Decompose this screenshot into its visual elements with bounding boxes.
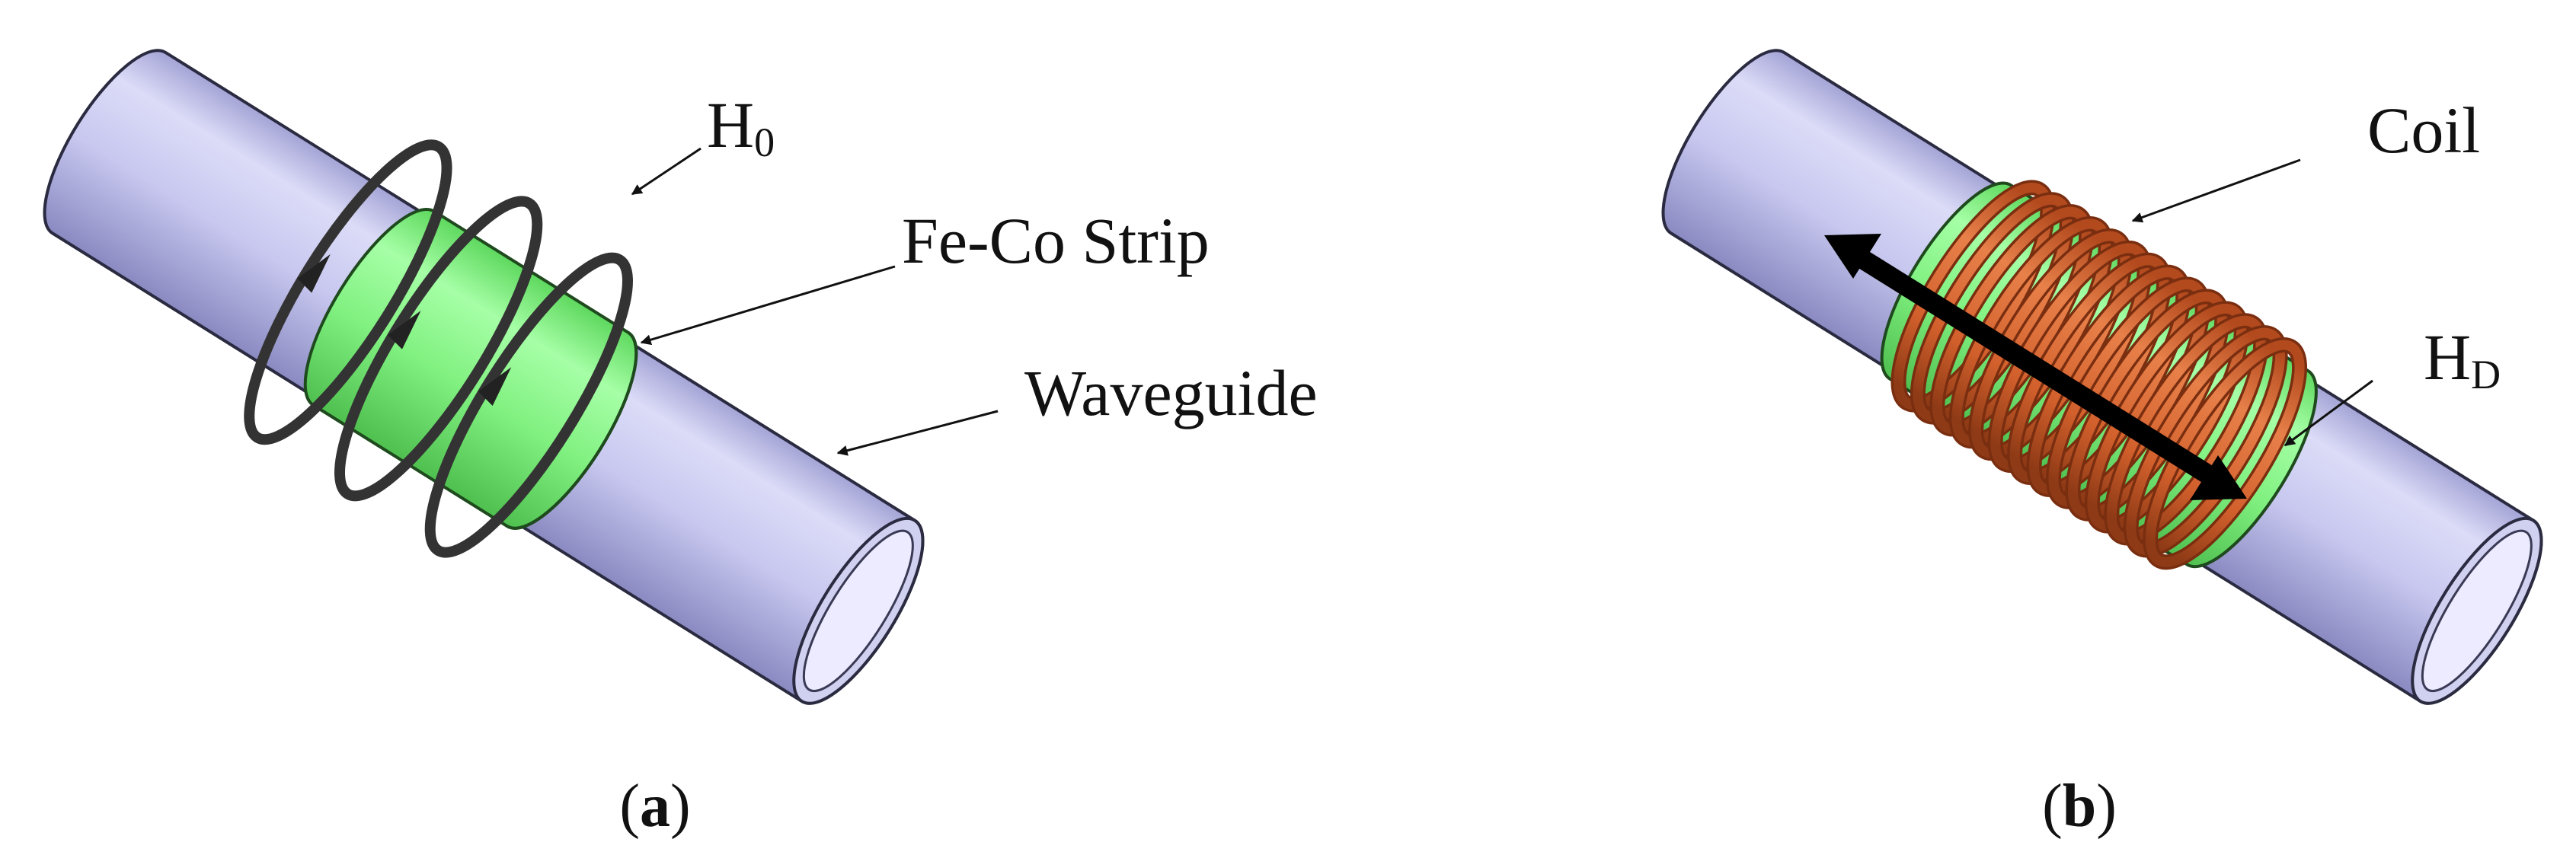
waveguide-a xyxy=(43,49,925,705)
coil-label: Coil xyxy=(2367,94,2480,167)
hd-arrowhead-end xyxy=(2190,455,2247,500)
field-arrow-2 xyxy=(388,311,421,349)
coil-callout-line xyxy=(2131,158,2301,223)
waveguide-inner-bore xyxy=(802,529,914,693)
fe-co-strip-label: Fe-Co Strip xyxy=(902,204,1210,277)
coil-turn xyxy=(1990,243,2150,471)
panel-b: Coil HD (b) xyxy=(1661,49,2543,840)
panel-a: H0 Fe-Co Strip Waveguide (a) xyxy=(43,49,1318,840)
coil-turn xyxy=(2087,303,2247,531)
hd-arrow-shaft xyxy=(1857,250,2214,484)
waveguide-inner-bore xyxy=(2421,529,2533,693)
panel-a-caption: (a) xyxy=(619,773,690,840)
h0-label: H0 xyxy=(707,88,775,165)
field-arrow-1 xyxy=(297,254,331,293)
coil-turn xyxy=(2009,255,2169,483)
waveguide-label: Waveguide xyxy=(1024,356,1318,429)
field-loops-h0 xyxy=(244,139,633,558)
hd-field-arrow xyxy=(1824,234,2247,500)
coil-turn xyxy=(1893,182,2053,410)
coil-turn xyxy=(2067,291,2227,519)
coil-turn xyxy=(2106,315,2266,544)
hd-arrowhead-start xyxy=(1824,234,1881,279)
strip-edge-line xyxy=(506,330,638,530)
coil-turn xyxy=(1970,231,2130,458)
coil xyxy=(1890,180,2308,570)
coil-turn xyxy=(2126,327,2286,555)
field-arrow-3 xyxy=(478,367,512,406)
strip-callout-line xyxy=(640,265,896,346)
coil-turn xyxy=(1951,219,2111,446)
coil-turn xyxy=(2048,279,2208,507)
field-loop-1 xyxy=(244,139,452,445)
coil-turn xyxy=(2145,340,2305,567)
coil-turn xyxy=(1932,206,2092,434)
h0-callout-line xyxy=(631,147,702,196)
coil-turn xyxy=(2029,267,2188,495)
coil-turn xyxy=(1913,194,2073,423)
field-loop-3 xyxy=(424,252,633,558)
panel-b-caption: (b) xyxy=(2042,773,2117,840)
field-loop-2 xyxy=(334,196,543,502)
waveguide-callout-line xyxy=(836,410,999,456)
hd-label: HD xyxy=(2424,321,2501,397)
hd-callout-line xyxy=(2284,379,2373,447)
